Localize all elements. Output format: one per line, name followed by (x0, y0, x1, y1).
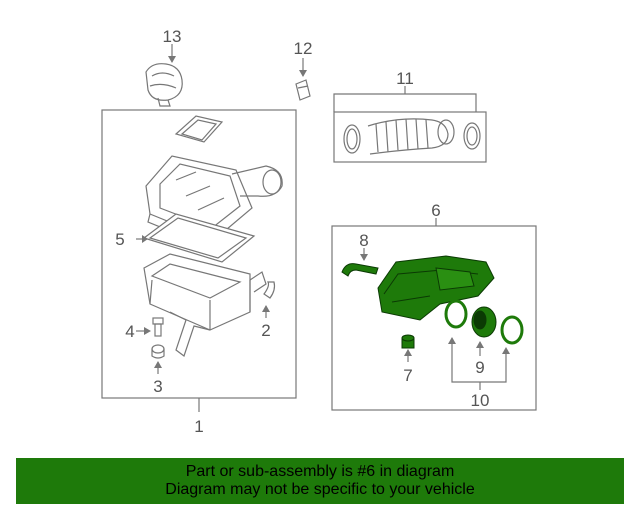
part-10-clamp-left[interactable] (444, 299, 468, 329)
part-2-clip[interactable] (263, 281, 276, 299)
callout-6: 6 (431, 201, 440, 220)
part-11-intake-duct[interactable] (343, 118, 481, 155)
part-10-clamp-right[interactable] (500, 315, 524, 345)
part-1-air-cleaner-housing[interactable] (143, 253, 267, 357)
callout-12: 12 (294, 39, 313, 58)
part-4-bolt[interactable] (152, 317, 164, 337)
banner-line-1: Part or sub-assembly is #6 in diagram (185, 463, 455, 480)
part-info-banner: Part or sub-assembly is #6 in diagram Di… (16, 458, 624, 504)
callout-8: 8 (359, 231, 368, 250)
callout-11: 11 (396, 69, 414, 88)
banner-line-2: Diagram may not be specific to your vehi… (165, 481, 475, 498)
callout-1: 1 (194, 417, 203, 436)
part-6-air-cleaner-assembly[interactable] (377, 255, 495, 321)
callout-13: 13 (163, 27, 182, 46)
part-3-grommet[interactable] (151, 344, 165, 359)
part-5-filter-element[interactable] (142, 213, 256, 263)
part-13-sensor[interactable] (145, 63, 183, 107)
callout-9: 9 (475, 358, 484, 377)
part-7-grommet[interactable] (401, 334, 415, 349)
callout-5: 5 (115, 230, 124, 249)
part-12-connector[interactable] (295, 79, 311, 101)
callout-4: 4 (125, 322, 134, 341)
part-9-mass-airflow-sensor[interactable] (471, 306, 497, 338)
callout-2: 2 (261, 321, 270, 340)
part-8-hose[interactable] (341, 263, 379, 277)
callout-10: 10 (471, 391, 490, 410)
callout-3: 3 (153, 377, 162, 396)
callout-7: 7 (403, 366, 412, 385)
